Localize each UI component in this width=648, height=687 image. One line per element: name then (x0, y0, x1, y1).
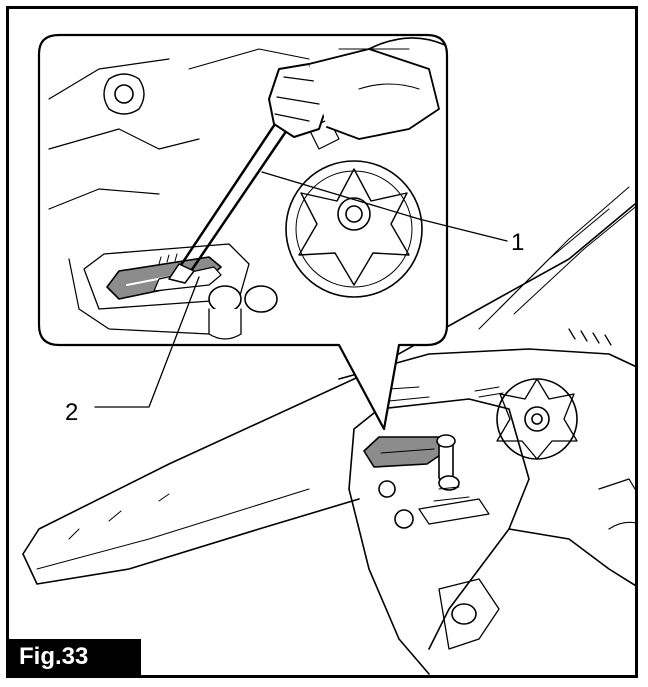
figure-label-badge: Fig.33 (9, 639, 141, 675)
leader-line-2 (94, 276, 200, 408)
saw-body (338, 328, 635, 675)
detail-inset (37, 33, 449, 431)
lower-sprocket (474, 378, 578, 460)
callout-label-2: 2 (65, 399, 79, 426)
figure-frame: 1 2 Fig.33 (6, 6, 638, 678)
leader-line-1 (261, 171, 508, 242)
chainsaw-illustration (22, 33, 635, 675)
callout-label-1: 1 (511, 229, 525, 256)
lower-lever (363, 434, 490, 529)
